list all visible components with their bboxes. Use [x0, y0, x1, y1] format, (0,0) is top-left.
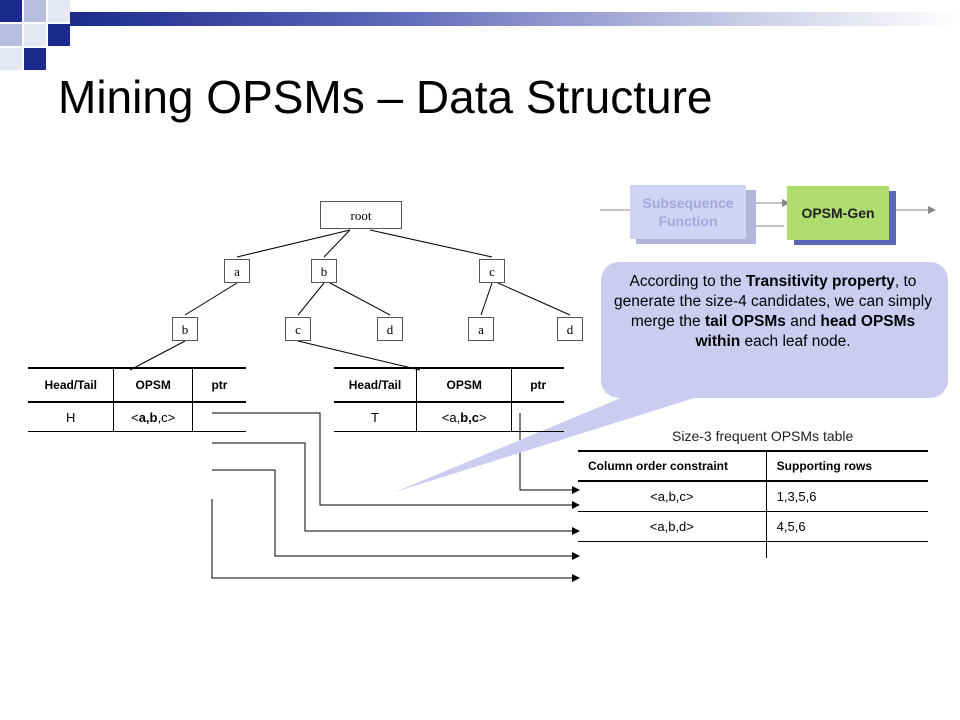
frequent-table-header-rows: Supporting rows [765, 450, 928, 482]
tail-table-header-type: Head/Tail [334, 367, 417, 403]
head-table-opsm-cell: <a,b,c> [113, 402, 193, 432]
table-row: H <a,b,c> [28, 402, 246, 432]
corner-square-5 [24, 24, 46, 46]
tree-node-bc: c [285, 317, 311, 341]
frequent-table-constraint-cell: <a,b,d> [578, 511, 767, 542]
corner-square-8 [24, 48, 46, 70]
corner-square-4 [0, 24, 22, 46]
tail-table: Head/Tail OPSM ptr T <a,b,c> [334, 367, 564, 432]
frequent-table-empty-cell [578, 542, 766, 559]
frequent-table-rows-cell: 1,3,5,6 [765, 481, 928, 512]
table-row [578, 541, 928, 559]
callout-text: According to the Transitivity property, … [614, 273, 932, 350]
tree-edges [129, 229, 571, 371]
callout-bubble [395, 262, 948, 492]
table-row: T <a,b,c> [334, 402, 564, 432]
tree-node-ab: b [172, 317, 198, 341]
corner-square-6 [48, 24, 70, 46]
tail-table-header-ptr: ptr [511, 367, 564, 403]
head-table-header-type: Head/Tail [28, 367, 114, 403]
corner-square-1 [0, 0, 22, 22]
table-row: <a,b,c> 1,3,5,6 [578, 481, 928, 512]
page-title: Mining OPSMs – Data Structure [58, 71, 713, 123]
tree-root-node: root [320, 201, 402, 229]
tree-node-ca: a [468, 317, 494, 341]
frequent-table-empty-cell [765, 541, 928, 558]
head-table-header-ptr: ptr [191, 367, 246, 403]
frequent-table-caption: Size-3 frequent OPSMs table [672, 428, 854, 444]
frequent-table-rows-cell: 4,5,6 [765, 511, 928, 542]
pointer-lines [211, 412, 574, 579]
head-table-type-cell: H [28, 402, 114, 432]
head-table-header-opsm: OPSM [113, 367, 193, 403]
tail-table-header-opsm: OPSM [415, 367, 512, 403]
subsequence-function-box: Subsequence Function [630, 185, 746, 239]
tree-node-a: a [224, 259, 250, 283]
tail-table-type-cell: T [334, 402, 417, 432]
table-row: <a,b,d> 4,5,6 [578, 511, 928, 542]
tree-node-bd: d [377, 317, 403, 341]
corner-square-2 [24, 0, 46, 22]
head-table-ptr-cell [191, 402, 246, 432]
tree-node-c: c [479, 259, 505, 283]
tail-table-opsm-cell: <a,b,c> [415, 402, 512, 432]
frequent-table-header-constraint: Column order constraint [578, 450, 767, 482]
frequent-table-constraint-cell: <a,b,c> [578, 481, 767, 512]
tree-node-b: b [311, 259, 337, 283]
corner-square-3 [48, 0, 70, 22]
tail-table-ptr-cell [511, 402, 564, 432]
opsm-gen-box: OPSM-Gen [787, 186, 889, 240]
header-gradient-bar [70, 12, 960, 26]
arrow-heads [572, 486, 580, 582]
frequent-opsms-table: Column order constraint Supporting rows … [578, 450, 928, 558]
head-table: Head/Tail OPSM ptr H <a,b,c> [28, 367, 246, 432]
corner-square-7 [0, 48, 22, 70]
tree-node-cd: d [557, 317, 583, 341]
